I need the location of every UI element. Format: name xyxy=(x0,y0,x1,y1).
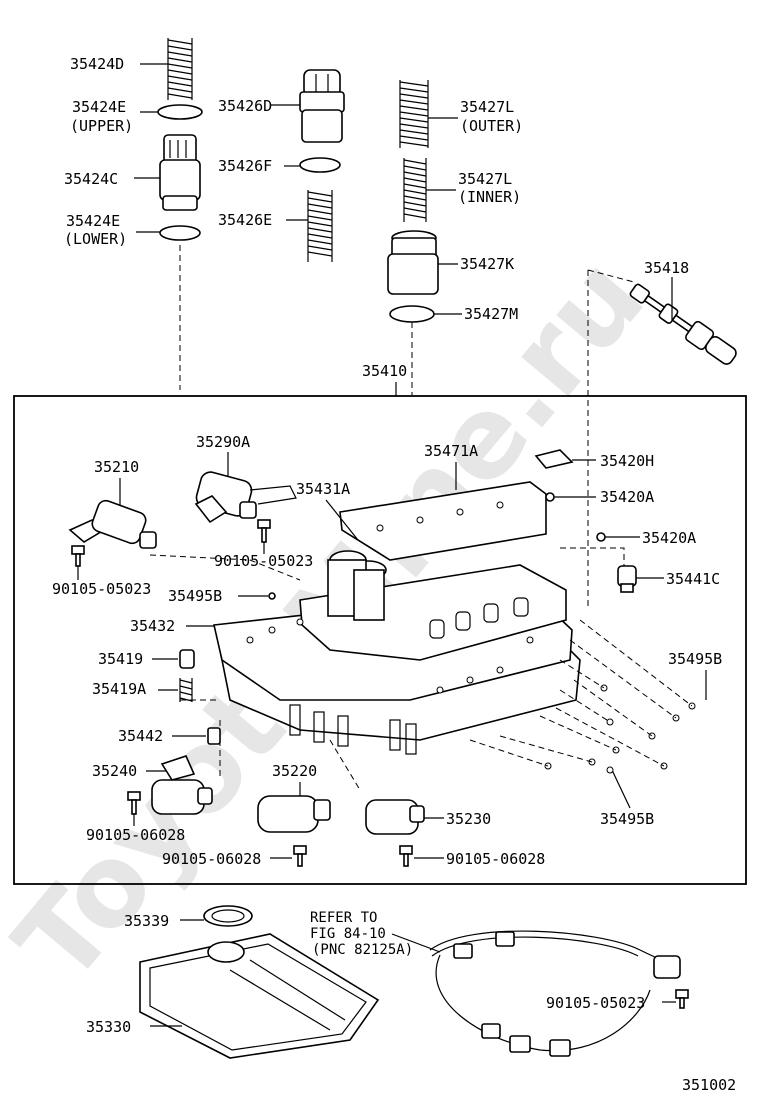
valve-35418 xyxy=(629,283,737,365)
o-ring-35426F xyxy=(299,157,341,173)
label-35471A[interactable]: 35471A xyxy=(424,442,478,460)
o-ring-35427M xyxy=(389,305,435,323)
label-35339[interactable]: 35339 xyxy=(124,912,169,930)
valve-body-35410 xyxy=(213,481,581,755)
label-35290A[interactable]: 35290A xyxy=(196,433,250,451)
o-ring-35424E-lower xyxy=(159,225,201,241)
spring-35427L-outer xyxy=(399,80,429,148)
label-35220[interactable]: 35220 xyxy=(272,762,317,780)
label-35419A[interactable]: 35419A xyxy=(92,680,146,698)
label-35495B-3[interactable]: 35495B xyxy=(600,810,654,828)
plug-35426D xyxy=(299,69,345,143)
solenoid-35230 xyxy=(365,799,425,835)
bolt-90105-06028-c xyxy=(399,845,413,867)
filter-35442 xyxy=(207,727,221,745)
ball-35420A-2 xyxy=(596,532,606,542)
label-35240[interactable]: 35240 xyxy=(92,762,137,780)
label-35210[interactable]: 35210 xyxy=(94,458,139,476)
ball-35420A-1 xyxy=(545,492,555,502)
bolt-90105-05023-c xyxy=(675,989,689,1009)
label-upper: (UPPER) xyxy=(70,117,133,135)
plug-35419 xyxy=(179,649,195,669)
label-35420H[interactable]: 35420H xyxy=(600,452,654,470)
diagram-id: 351002 xyxy=(682,1076,736,1094)
o-ring-35424E-upper xyxy=(157,104,203,120)
solenoid-35220 xyxy=(257,795,331,833)
label-35441C[interactable]: 35441C xyxy=(666,570,720,588)
label-35424E-lower[interactable]: 35424E xyxy=(66,212,120,230)
label-35420A-2[interactable]: 35420A xyxy=(642,529,696,547)
refer-note-line1: REFER TO xyxy=(310,910,377,926)
label-35495B-2[interactable]: 35495B xyxy=(668,650,722,668)
label-35432[interactable]: 35432 xyxy=(130,617,175,635)
label-inner: (INNER) xyxy=(458,188,521,206)
label-90105-06028-c[interactable]: 90105-06028 xyxy=(446,850,545,868)
label-90105-05023-c[interactable]: 90105-05023 xyxy=(546,994,645,1012)
label-35495B-1[interactable]: 35495B xyxy=(168,587,222,605)
label-90105-05023-a[interactable]: 90105-05023 xyxy=(52,580,151,598)
label-35427L-inner[interactable]: 35427L xyxy=(458,170,512,188)
ball-35495B-1 xyxy=(268,592,276,600)
bolt-90105-05023-a xyxy=(71,545,85,567)
label-90105-05023-b[interactable]: 90105-05023 xyxy=(214,552,313,570)
label-35431A[interactable]: 35431A xyxy=(296,480,350,498)
label-35330[interactable]: 35330 xyxy=(86,1018,131,1036)
sleeve-35427K xyxy=(387,230,439,295)
spring-35424D xyxy=(167,38,193,100)
oil-strainer-35330 xyxy=(139,933,380,1059)
label-35424D[interactable]: 35424D xyxy=(70,55,124,73)
label-90105-06028-a[interactable]: 90105-06028 xyxy=(86,826,185,844)
label-35424C[interactable]: 35424C xyxy=(64,170,118,188)
label-outer: (OUTER) xyxy=(460,117,523,135)
wire-harness xyxy=(429,930,681,1057)
solenoid-35240 xyxy=(151,755,213,815)
label-lower: (LOWER) xyxy=(64,230,127,248)
solenoid-35210 xyxy=(68,499,157,549)
label-35418[interactable]: 35418 xyxy=(644,259,689,277)
bolt-90105-05023-b xyxy=(257,519,271,543)
plate-35420H xyxy=(534,449,574,469)
refer-note-line2[interactable]: FIG 84-10 xyxy=(310,926,386,942)
valve-35441C xyxy=(617,565,637,593)
refer-note-line3: (PNC 82125A) xyxy=(312,942,413,958)
assembly-box-35410 xyxy=(13,395,747,885)
bolt-90105-06028-b xyxy=(293,845,307,867)
label-35427M[interactable]: 35427M xyxy=(464,305,518,323)
solenoid-35290A xyxy=(194,471,297,524)
label-35420A-1[interactable]: 35420A xyxy=(600,488,654,506)
spring-35426E xyxy=(307,190,333,262)
label-35230[interactable]: 35230 xyxy=(446,810,491,828)
label-35427K[interactable]: 35427K xyxy=(460,255,514,273)
sleeve-35424C xyxy=(159,134,201,211)
label-35426E[interactable]: 35426E xyxy=(218,211,272,229)
label-35410[interactable]: 35410 xyxy=(362,362,407,380)
label-90105-06028-b[interactable]: 90105-06028 xyxy=(162,850,261,868)
label-35424E-upper[interactable]: 35424E xyxy=(72,98,126,116)
label-35419[interactable]: 35419 xyxy=(98,650,143,668)
spring-35427L-inner xyxy=(403,158,427,222)
label-35442[interactable]: 35442 xyxy=(118,727,163,745)
label-35426F[interactable]: 35426F xyxy=(218,157,272,175)
spring-35419A xyxy=(179,678,193,702)
gasket-35339 xyxy=(203,905,253,927)
label-35426D[interactable]: 35426D xyxy=(218,97,272,115)
label-35427L-outer[interactable]: 35427L xyxy=(460,98,514,116)
